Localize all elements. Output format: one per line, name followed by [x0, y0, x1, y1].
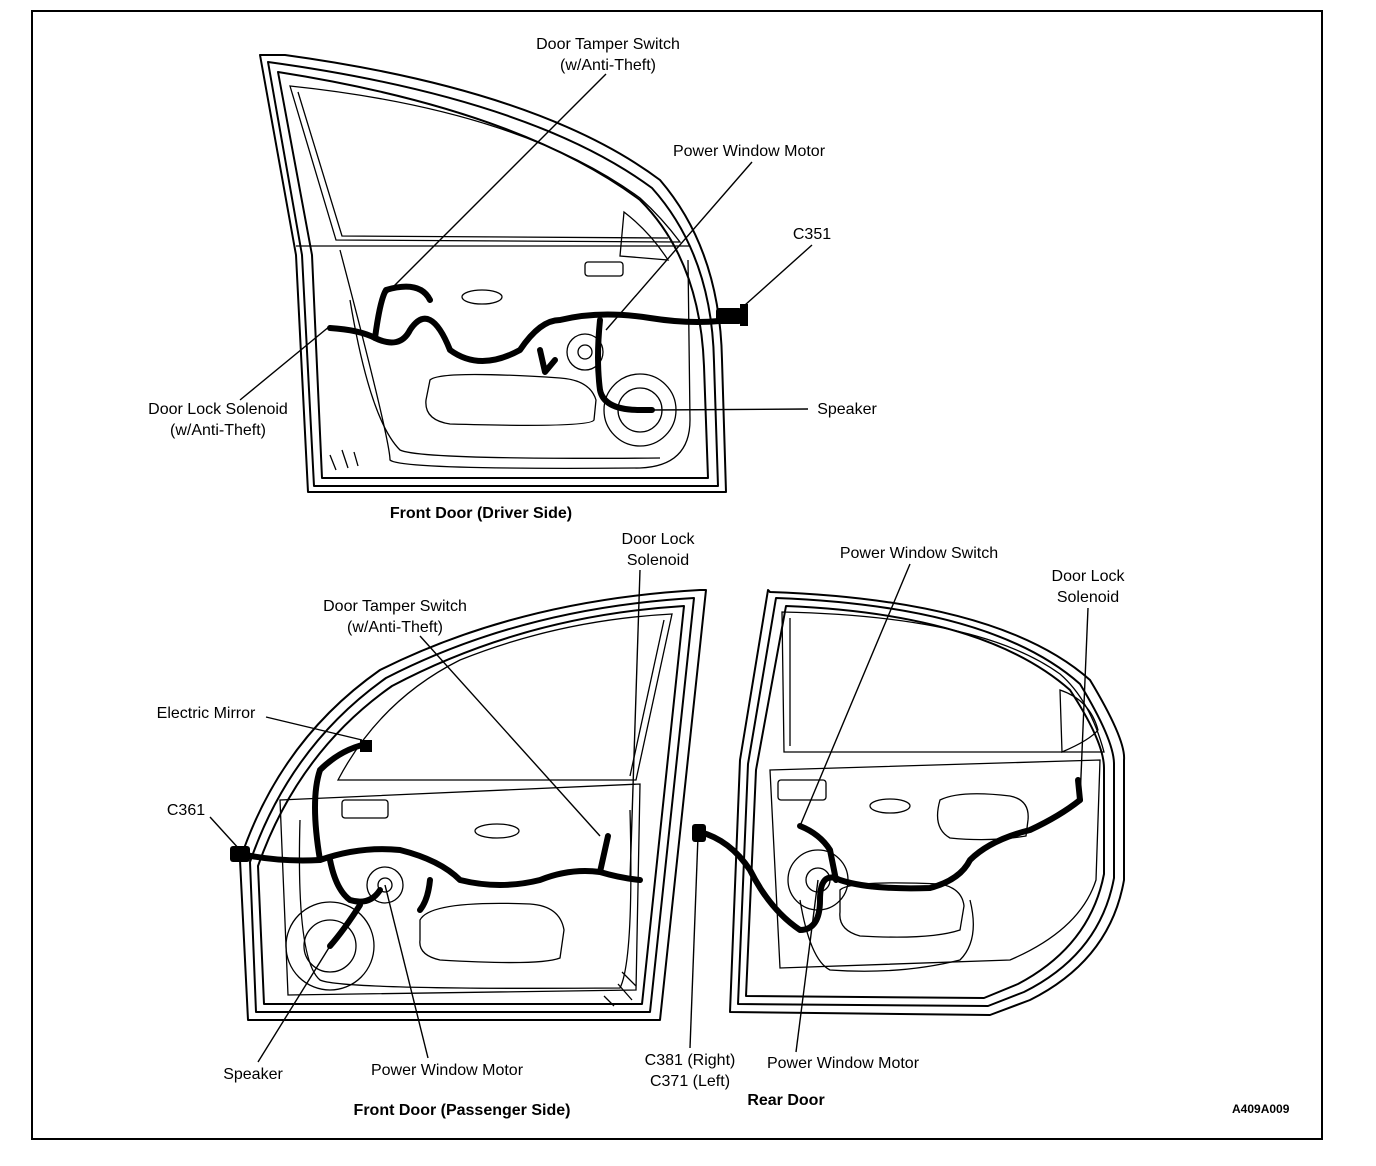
- rear-door: [692, 589, 1126, 1016]
- label-pass-tamper-switch: Door Tamper Switch(w/Anti-Theft): [323, 598, 467, 636]
- label-driver-c351: C351: [792, 226, 832, 243]
- figure-id: A409A009: [1232, 1102, 1290, 1116]
- driver-door: [259, 54, 748, 493]
- caption-driver-door: Front Door (Driver Side): [389, 505, 573, 522]
- label-pass-window-motor: Power Window Motor: [370, 1062, 524, 1079]
- label-driver-lock-solenoid: Door Lock Solenoid(w/Anti-Theft): [148, 401, 288, 439]
- passenger-door: [230, 589, 707, 1021]
- label-pass-c361: C361: [166, 802, 206, 819]
- diagram-frame: [31, 10, 1323, 1140]
- label-rear-connectors: C381 (Right)C371 (Left): [644, 1052, 736, 1090]
- label-driver-window-motor: Power Window Motor: [672, 143, 826, 160]
- caption-passenger-door: Front Door (Passenger Side): [353, 1102, 571, 1119]
- label-driver-speaker: Speaker: [817, 401, 877, 418]
- label-pass-speaker: Speaker: [223, 1066, 283, 1083]
- leader-lines: [209, 73, 1089, 1063]
- caption-rear-door: Rear Door: [747, 1092, 825, 1109]
- label-rear-window-switch: Power Window Switch: [839, 545, 999, 562]
- label-rear-window-motor: Power Window Motor: [766, 1055, 920, 1072]
- label-driver-tamper-switch: Door Tamper Switch(w/Anti-Theft): [536, 36, 680, 74]
- label-pass-electric-mirror: Electric Mirror: [156, 705, 256, 722]
